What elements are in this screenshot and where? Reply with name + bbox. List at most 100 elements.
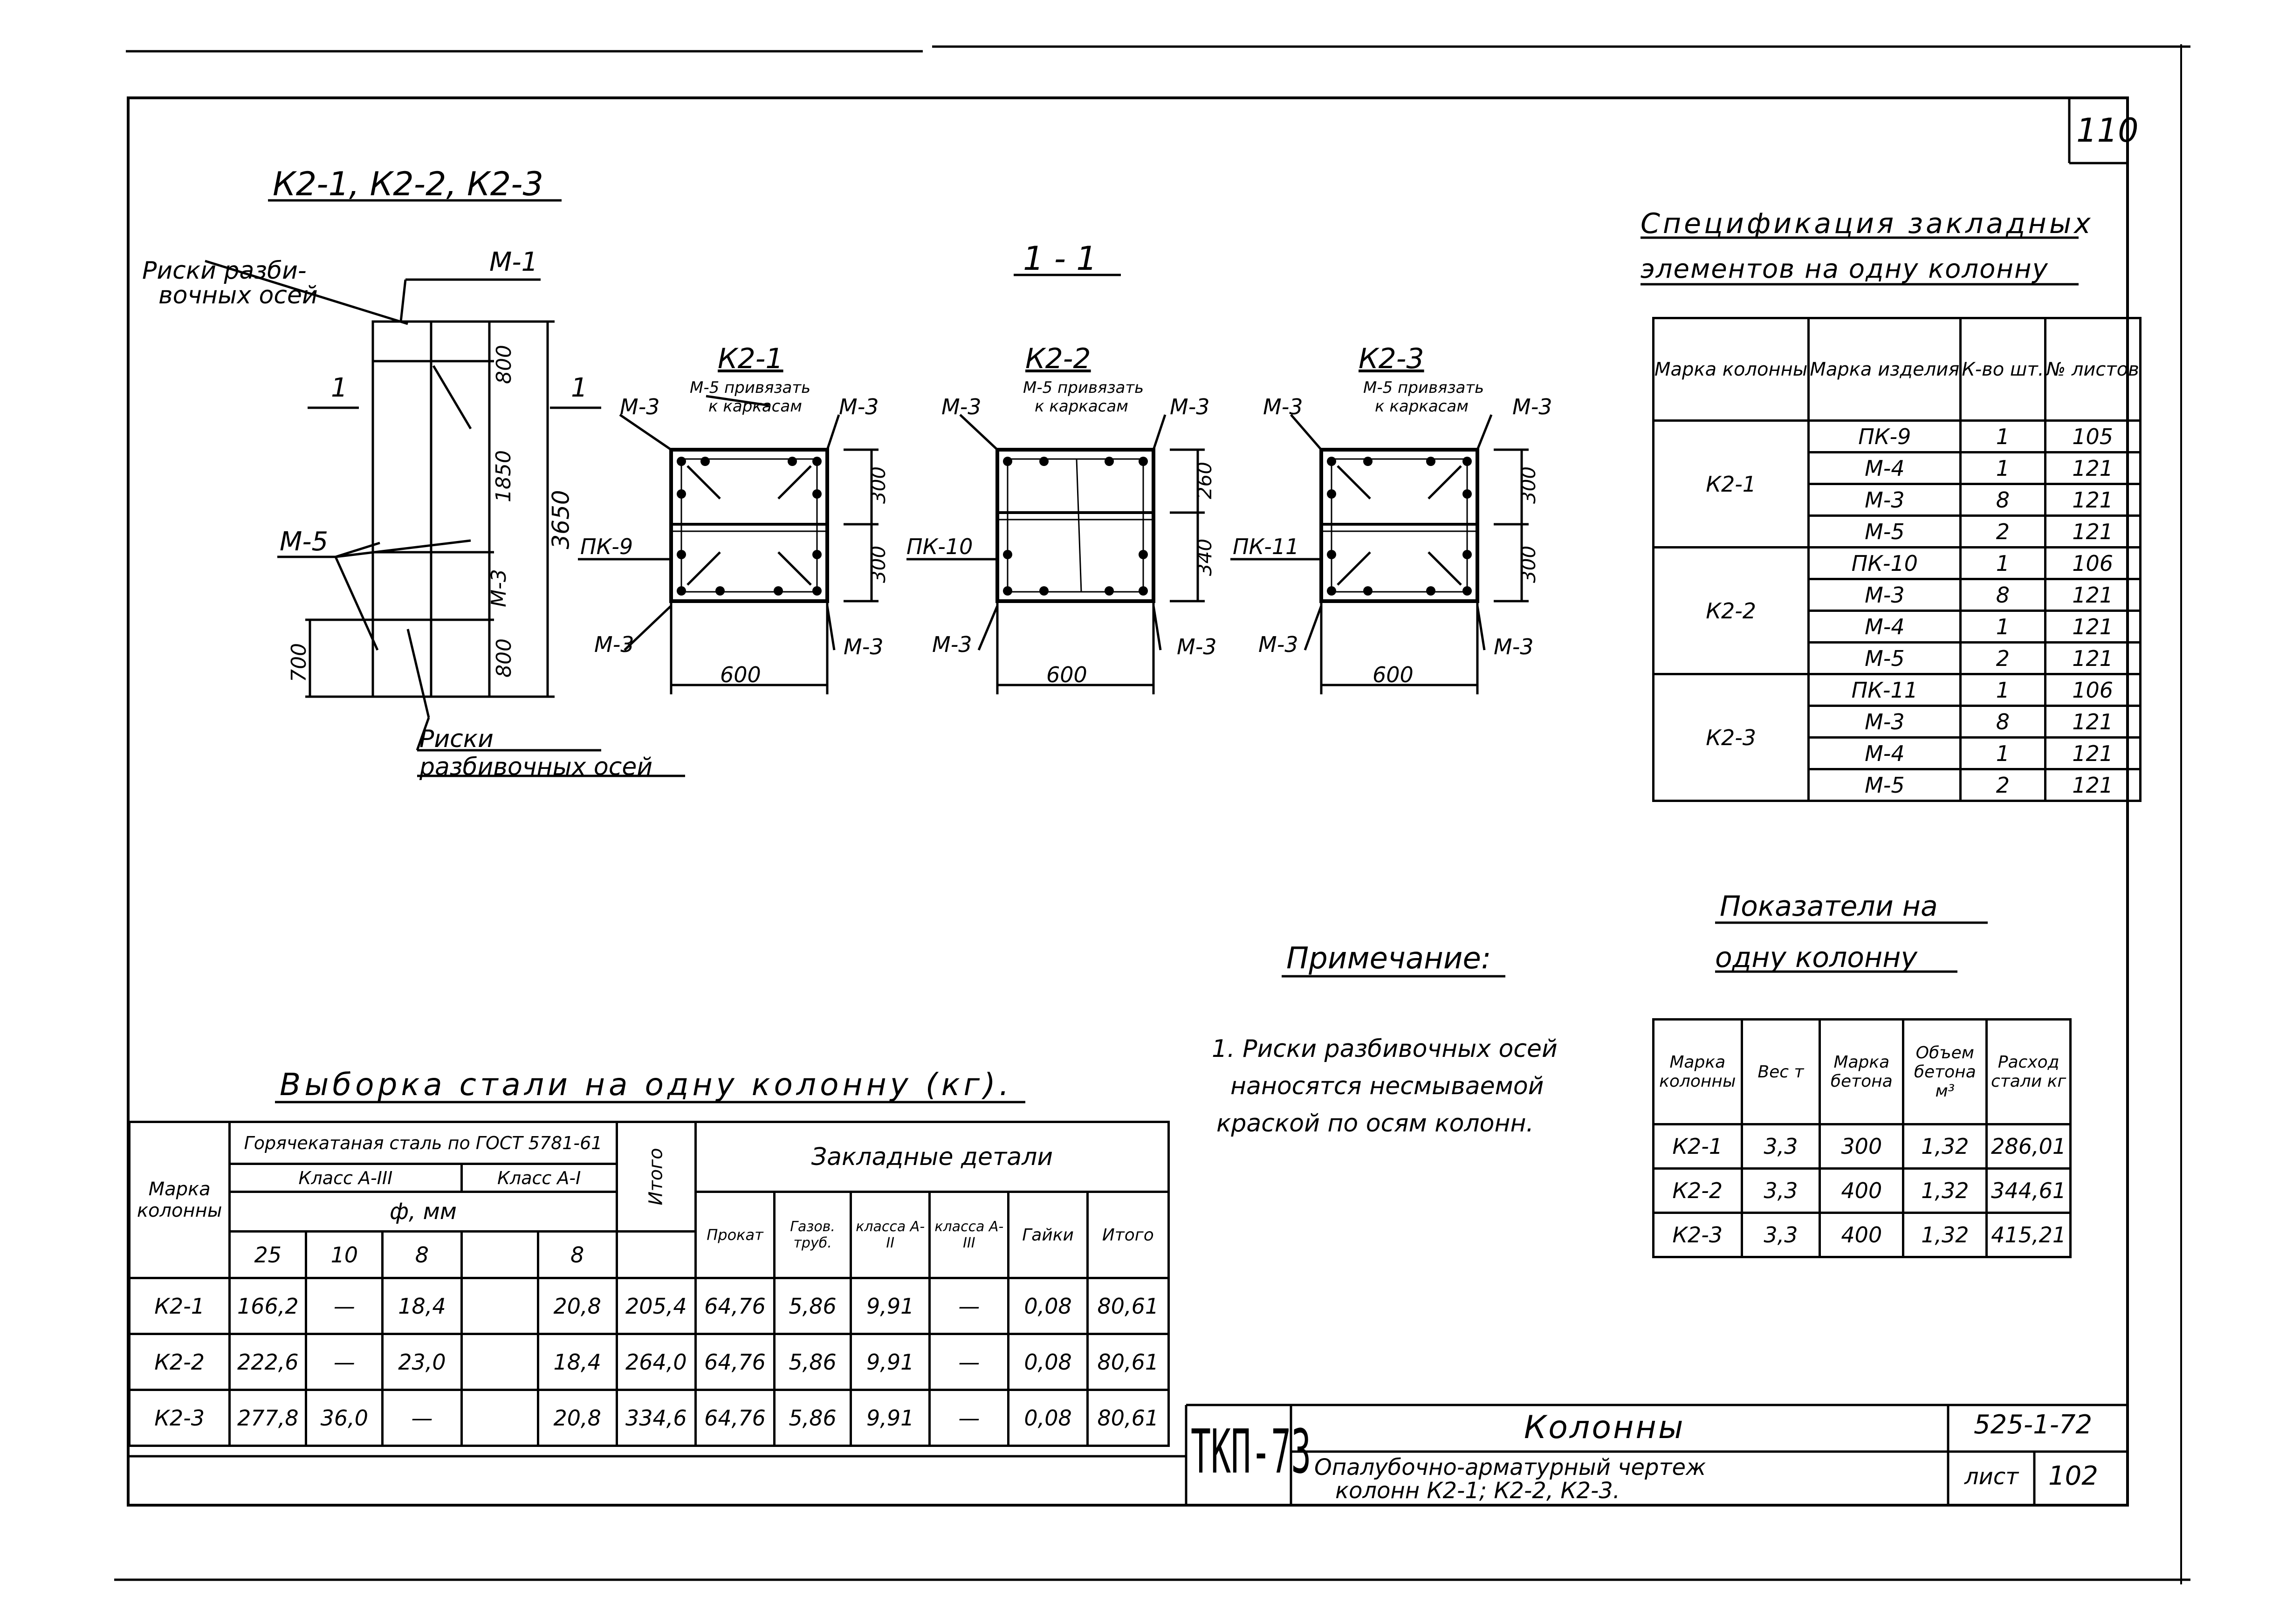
table-cell: 277,8 xyxy=(228,1389,308,1447)
section-k2-2-m3-br: М-3 xyxy=(1177,634,1217,659)
ind-h-mark: Марка колонны xyxy=(1652,1018,1743,1125)
steel-h-total-text: Итого xyxy=(645,1148,667,1206)
table-cell: М-3 xyxy=(1807,483,1962,517)
title-block-sheet-no: 102 xyxy=(2048,1461,2098,1491)
section-k2-2 xyxy=(906,414,1205,694)
table-cell: 415,21 xyxy=(1985,1212,2072,1258)
marks-bottom-label-1: Риски xyxy=(419,725,494,753)
table-cell: 334,6 xyxy=(615,1389,697,1447)
table-cell: 2 xyxy=(1959,768,2046,802)
ind-h-concrete: Марка бетона xyxy=(1819,1018,1905,1125)
table-cell: — xyxy=(928,1333,1010,1391)
notes-line-1: 1. Риски разбивочных осей xyxy=(1212,1035,1558,1063)
table-cell xyxy=(460,1389,539,1447)
spec-title-1: Спецификация закладных xyxy=(1641,207,2094,240)
table-cell: М-4 xyxy=(1807,736,1962,770)
dim-3650: 3650 xyxy=(547,490,575,549)
table-cell: 300 xyxy=(1819,1123,1905,1170)
table-row: М-5 2 121 xyxy=(1654,641,2142,675)
dim-700: 700 xyxy=(287,643,311,682)
table-cell: 121 xyxy=(2044,451,2142,485)
table-cell: 1 xyxy=(1959,546,2046,580)
section-note-k2-2-a: М-5 привязать xyxy=(1023,378,1144,397)
table-cell: 344,61 xyxy=(1985,1167,2072,1214)
table-cell: 9,91 xyxy=(850,1277,931,1335)
marks-top-label-1: Риски разби- xyxy=(142,257,307,285)
table-cell: М-4 xyxy=(1807,451,1962,485)
steel-h-nuts: Гайки xyxy=(1007,1191,1089,1279)
table-cell: 23,0 xyxy=(381,1333,463,1391)
spec-table: Марка колонны Марка изделия К-во шт. № л… xyxy=(1652,317,2142,802)
table-cell: 9,91 xyxy=(850,1333,931,1391)
table-header-row: Класс А-III Класс А-I xyxy=(130,1163,1169,1193)
table-row: К2-1 166,2 — 18,4 20,8 205,4 64,76 5,86 … xyxy=(128,1277,1170,1335)
section-note-k2-1-a: М-5 привязать xyxy=(690,378,811,397)
table-cell: М-3 xyxy=(1807,578,1962,612)
section-title-k2-2: К2-2 xyxy=(1025,343,1091,375)
table-cell: 18,4 xyxy=(536,1333,618,1391)
table-cell: — xyxy=(305,1333,384,1391)
section-k2-2-pk: ПК-10 xyxy=(906,534,973,559)
table-cell: 0,08 xyxy=(1007,1277,1089,1335)
spec-col-k2-1: К2-1 xyxy=(1652,419,1810,548)
section-k2-2-m3-tr: М-3 xyxy=(1170,394,1210,419)
section-k2-1-pk: ПК-9 xyxy=(580,534,633,559)
section-title-k2-3: К2-3 xyxy=(1359,343,1424,375)
table-header-row: 25 10 8 8 xyxy=(130,1230,1169,1279)
title-block-sheet-label: лист xyxy=(1964,1464,2019,1490)
table-cell: ПК-10 xyxy=(1807,546,1962,580)
table-row: М-4 1 121 xyxy=(1654,451,2142,485)
table-header-row: Марка колонны Горячекатаная сталь по ГОС… xyxy=(128,1121,1170,1279)
table-row: К2-2 222,6 — 23,0 18,4 264,0 64,76 5,86 … xyxy=(128,1333,1170,1391)
table-cell: 80,61 xyxy=(1086,1389,1170,1447)
table-cell: 1,32 xyxy=(1902,1212,1988,1258)
table-cell: М-5 xyxy=(1807,768,1962,802)
section-k2-3-dim-b: 300 xyxy=(1517,545,1540,583)
table-cell: 286,01 xyxy=(1985,1123,2072,1170)
section-k2-1-m3-tl: М-3 xyxy=(620,394,660,419)
section-k2-1-width: 600 xyxy=(720,662,761,687)
table-cell: М-4 xyxy=(1807,610,1962,644)
table-row: М-3 8 121 xyxy=(1654,705,2142,739)
notes-line-3: краской по осям колонн. xyxy=(1216,1110,1534,1137)
table-cell: 121 xyxy=(2044,641,2142,675)
steel-h-diam: ф, мм xyxy=(228,1191,618,1233)
indicators-title-2: одну колонну xyxy=(1715,941,1917,974)
table-cell: 8 xyxy=(1959,705,2046,739)
section-title-k2-1: К2-1 xyxy=(718,343,783,375)
section-title: 1 - 1 xyxy=(1023,240,1097,278)
steel-table: Марка колонны Горячекатаная сталь по ГОС… xyxy=(128,1121,1170,1447)
table-cell: — xyxy=(305,1277,384,1335)
table-cell: 64,76 xyxy=(694,1333,776,1391)
top-left-title: К2-1, К2-2, К2-3 xyxy=(273,165,544,203)
table-row: К2-1 3,3 300 1,32 286,01 xyxy=(1652,1123,2072,1170)
section-k2-2-width: 600 xyxy=(1046,662,1087,687)
table-cell: 105 xyxy=(2044,419,2142,453)
table-cell: К2-2 xyxy=(128,1333,231,1391)
table-cell: М-5 xyxy=(1807,514,1962,548)
steel-h-a3: класса А-III xyxy=(928,1191,1010,1279)
section-k2-3-m3-tl: М-3 xyxy=(1263,394,1303,419)
steel-d-8: 8 xyxy=(381,1230,463,1279)
steel-h-rolled: Прокат xyxy=(694,1191,776,1279)
steel-d-10: 10 xyxy=(305,1230,384,1279)
dim-800-bottom: 800 xyxy=(492,638,516,678)
table-cell: 2 xyxy=(1959,641,2046,675)
table-cell: 80,61 xyxy=(1086,1333,1170,1391)
table-cell: 121 xyxy=(2044,705,2142,739)
table-cell: 20,8 xyxy=(536,1277,618,1335)
table-cell: 0,08 xyxy=(1007,1389,1089,1447)
table-cell: 1 xyxy=(1959,419,2046,453)
steel-h-pipe: Газов. труб. xyxy=(773,1191,852,1279)
steel-h-hot: Горячекатаная сталь по ГОСТ 5781-61 xyxy=(228,1121,618,1165)
section-k2-2-dim-a: 260 xyxy=(1193,461,1216,500)
section-k2-2-dim-b: 340 xyxy=(1193,538,1216,576)
table-cell: 80,61 xyxy=(1086,1277,1170,1335)
table-cell: 121 xyxy=(2044,768,2142,802)
table-cell: К2-3 xyxy=(1652,1212,1743,1258)
title-block-desc-1: Опалубочно-арматурный чертеж xyxy=(1314,1454,1706,1480)
table-cell: — xyxy=(928,1277,1010,1335)
section-note-k2-3-a: М-5 привязать xyxy=(1363,378,1484,397)
section-k2-3-m3-br: М-3 xyxy=(1494,634,1534,659)
